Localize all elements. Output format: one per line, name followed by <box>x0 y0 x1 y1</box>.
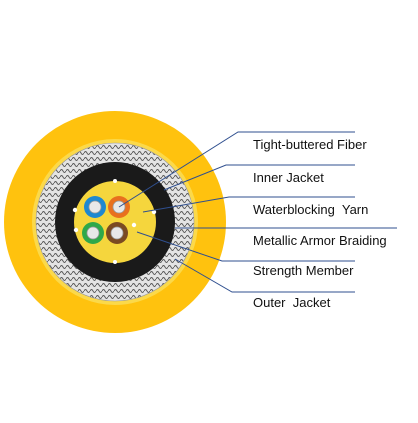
fiber-green <box>82 222 104 244</box>
leader-line-strength-member <box>136 231 355 262</box>
label-waterblocking-yarn: Waterblocking Yarn <box>253 202 369 217</box>
label-inner-jacket: Inner Jacket <box>253 170 324 185</box>
label-tight-buttered-fiber: Tight-buttered Fiber <box>253 137 367 152</box>
yarn-dots <box>72 179 157 264</box>
fiber-brown <box>106 222 128 244</box>
fiber-blue <box>84 196 106 218</box>
leader-line-tight-buttered-fiber <box>118 131 355 208</box>
label-metallic-armor-braiding: Metallic Armor Braiding <box>253 233 387 248</box>
label-outer-jacket: Outer Jacket <box>253 295 331 310</box>
waterblocking-yarn <box>74 181 156 263</box>
leader-line-outer-jacket <box>174 258 355 293</box>
label-strength-member: Strength Member <box>253 263 354 278</box>
leader-line-inner-jacket <box>163 164 355 191</box>
leader-line-waterblocking-yarn <box>142 196 355 213</box>
